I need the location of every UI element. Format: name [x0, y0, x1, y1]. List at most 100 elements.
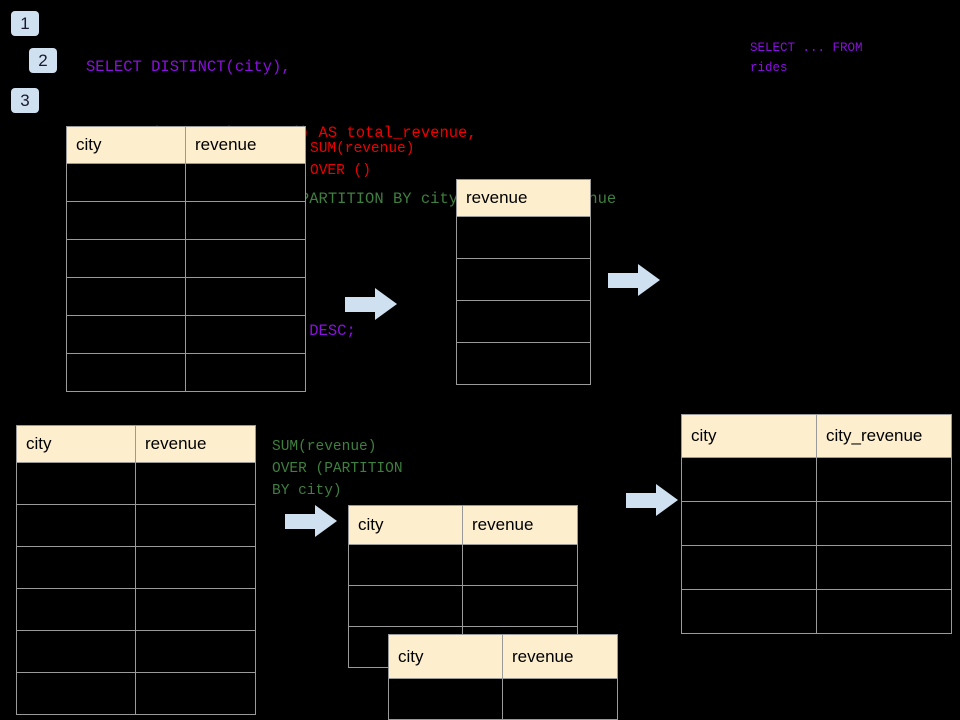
table-row [681, 457, 952, 502]
table-cell [185, 315, 306, 354]
step-badge-2: 2 [29, 48, 57, 73]
arrow-shaft [626, 493, 658, 508]
table-header-row: city revenue [348, 505, 578, 545]
table-total-revenue: revenue [456, 179, 591, 385]
select-from-rides-note: SELECT ... FROM rides [750, 41, 863, 75]
table-header-row: city revenue [66, 126, 306, 164]
arrow-total-revenue-to-output [608, 264, 660, 296]
arrow-partition-to-output [626, 484, 678, 516]
table-row [16, 546, 256, 589]
table-cell [16, 588, 136, 631]
table-row [16, 672, 256, 715]
table-cell [462, 585, 578, 627]
table-cell [16, 630, 136, 673]
table-cell [66, 315, 186, 354]
table-partition-group-back: city revenue [348, 505, 578, 668]
table-cell [456, 342, 591, 385]
step-badge-3: 3 [11, 88, 39, 113]
sql-line-1: SELECT DISTINCT(city), [86, 58, 291, 76]
table-cell [456, 258, 591, 301]
column-header-city: city [16, 425, 136, 463]
table-row [456, 258, 591, 301]
table-cell [681, 457, 817, 502]
table-cell [16, 462, 136, 505]
table-city-revenue-result: city city_revenue [681, 414, 952, 634]
annotation-sum-over-empty: SUM(revenue) OVER () [310, 141, 415, 179]
table-cell [66, 239, 186, 278]
table-row [66, 277, 306, 316]
table-row [66, 201, 306, 240]
table-row [16, 462, 256, 505]
table-partition-group-front: city revenue [388, 634, 618, 720]
table-header-row: revenue [456, 179, 591, 217]
table-row [66, 239, 306, 278]
table-cell [681, 589, 817, 634]
table-header-row: city revenue [16, 425, 256, 463]
table-row [681, 589, 952, 634]
table-row [388, 678, 618, 720]
table-row [16, 504, 256, 547]
table-cell [185, 277, 306, 316]
table-header-row: city revenue [388, 634, 618, 679]
column-header-city-revenue: city_revenue [816, 414, 952, 458]
table-cell [816, 501, 952, 546]
table-cell [456, 216, 591, 259]
arrow-shaft [608, 273, 640, 288]
table-cell [66, 201, 186, 240]
column-header-revenue: revenue [502, 634, 618, 679]
arrow-top-to-total-revenue [345, 288, 397, 320]
table-cell [66, 163, 186, 202]
table-row [456, 342, 591, 385]
table-cell [502, 678, 618, 720]
table-cell [456, 300, 591, 343]
annotation-sum-over-partition: SUM(revenue) OVER (PARTITION BY city) [272, 439, 403, 499]
column-header-city: city [388, 634, 503, 679]
step-badge-1: 1 [11, 11, 39, 36]
table-cell [462, 544, 578, 586]
table-cell [816, 545, 952, 590]
table-cell [185, 163, 306, 202]
table-cell [135, 672, 256, 715]
table-row [66, 163, 306, 202]
table-row [16, 588, 256, 631]
table-rides-source-bottom: city revenue [16, 425, 256, 715]
column-header-revenue: revenue [456, 179, 591, 217]
table-row [456, 300, 591, 343]
table-cell [16, 546, 136, 589]
table-cell [681, 501, 817, 546]
table-rides-source-top: city revenue [66, 126, 306, 392]
table-cell [66, 277, 186, 316]
table-cell [185, 239, 306, 278]
table-cell [816, 457, 952, 502]
arrow-head [375, 288, 397, 320]
table-cell [185, 201, 306, 240]
table-cell [388, 678, 503, 720]
table-row [456, 216, 591, 259]
column-header-city: city [681, 414, 817, 458]
table-row [348, 585, 578, 627]
column-header-revenue: revenue [185, 126, 306, 164]
table-cell [135, 462, 256, 505]
table-cell [816, 589, 952, 634]
table-cell [135, 588, 256, 631]
table-row [16, 630, 256, 673]
column-header-city: city [348, 505, 463, 545]
table-row [681, 545, 952, 590]
arrow-shaft [345, 297, 377, 312]
table-cell [185, 353, 306, 392]
table-cell [348, 585, 463, 627]
table-cell [16, 504, 136, 547]
arrow-head [638, 264, 660, 296]
table-row [66, 353, 306, 392]
column-header-revenue: revenue [462, 505, 578, 545]
arrow-head [656, 484, 678, 516]
arrow-shaft [285, 514, 317, 529]
arrow-bottom-to-partition [285, 505, 337, 537]
table-row [681, 501, 952, 546]
table-cell [16, 672, 136, 715]
table-cell [66, 353, 186, 392]
table-cell [135, 504, 256, 547]
column-header-revenue: revenue [135, 425, 256, 463]
arrow-head [315, 505, 337, 537]
